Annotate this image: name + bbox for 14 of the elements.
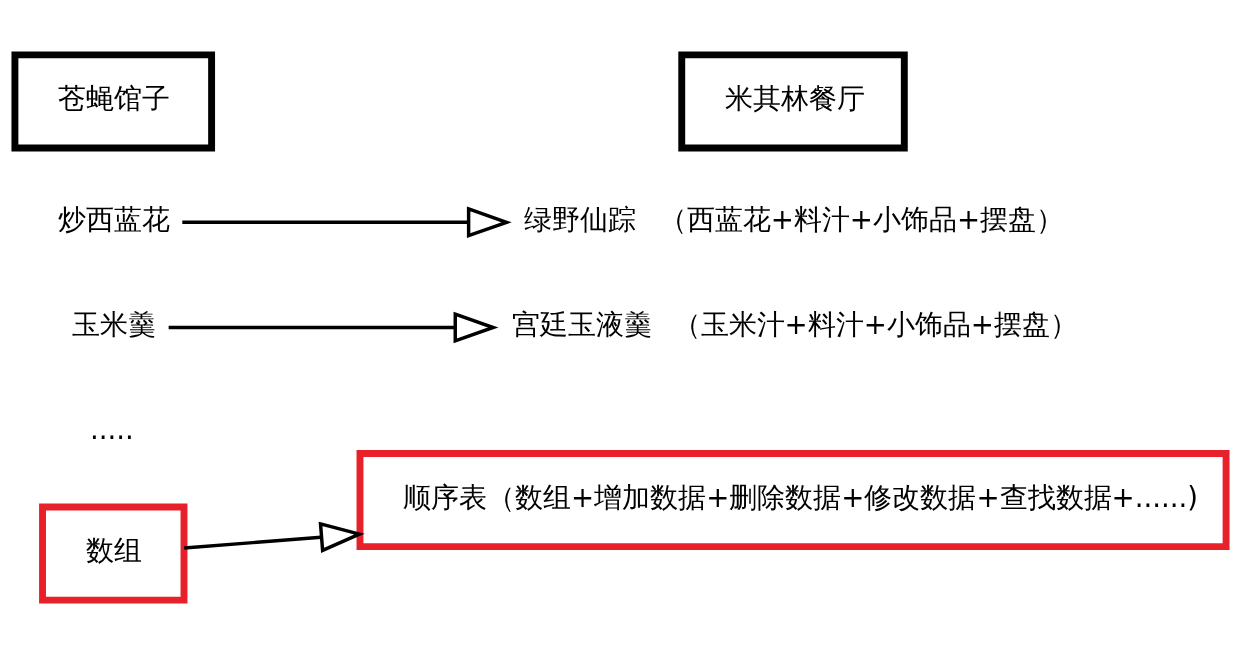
node-text: 绿野仙踪 [523,202,636,236]
arrow [182,206,512,238]
node-box: 米其林餐厅 [678,51,908,152]
arrow [168,311,499,344]
node-text: 炒西蓝花 [58,202,171,236]
arrow [184,521,365,553]
node-label: （西蓝花+料汁+小饰品+摆盘） [658,202,1065,236]
node-label: （玉米汁+料汁+小饰品+摆盘） [672,308,1078,342]
node-box: 数组 [39,503,188,604]
node-text: 宫廷玉液羹 [511,308,652,342]
node-box: 顺序表（数组+增加数据+删除数据+修改数据+查找数据+......) [356,450,1230,551]
node-box: 苍蝇馆子 [11,51,216,152]
label: ..... [89,413,134,447]
node-text: 玉米羹 [71,308,156,342]
